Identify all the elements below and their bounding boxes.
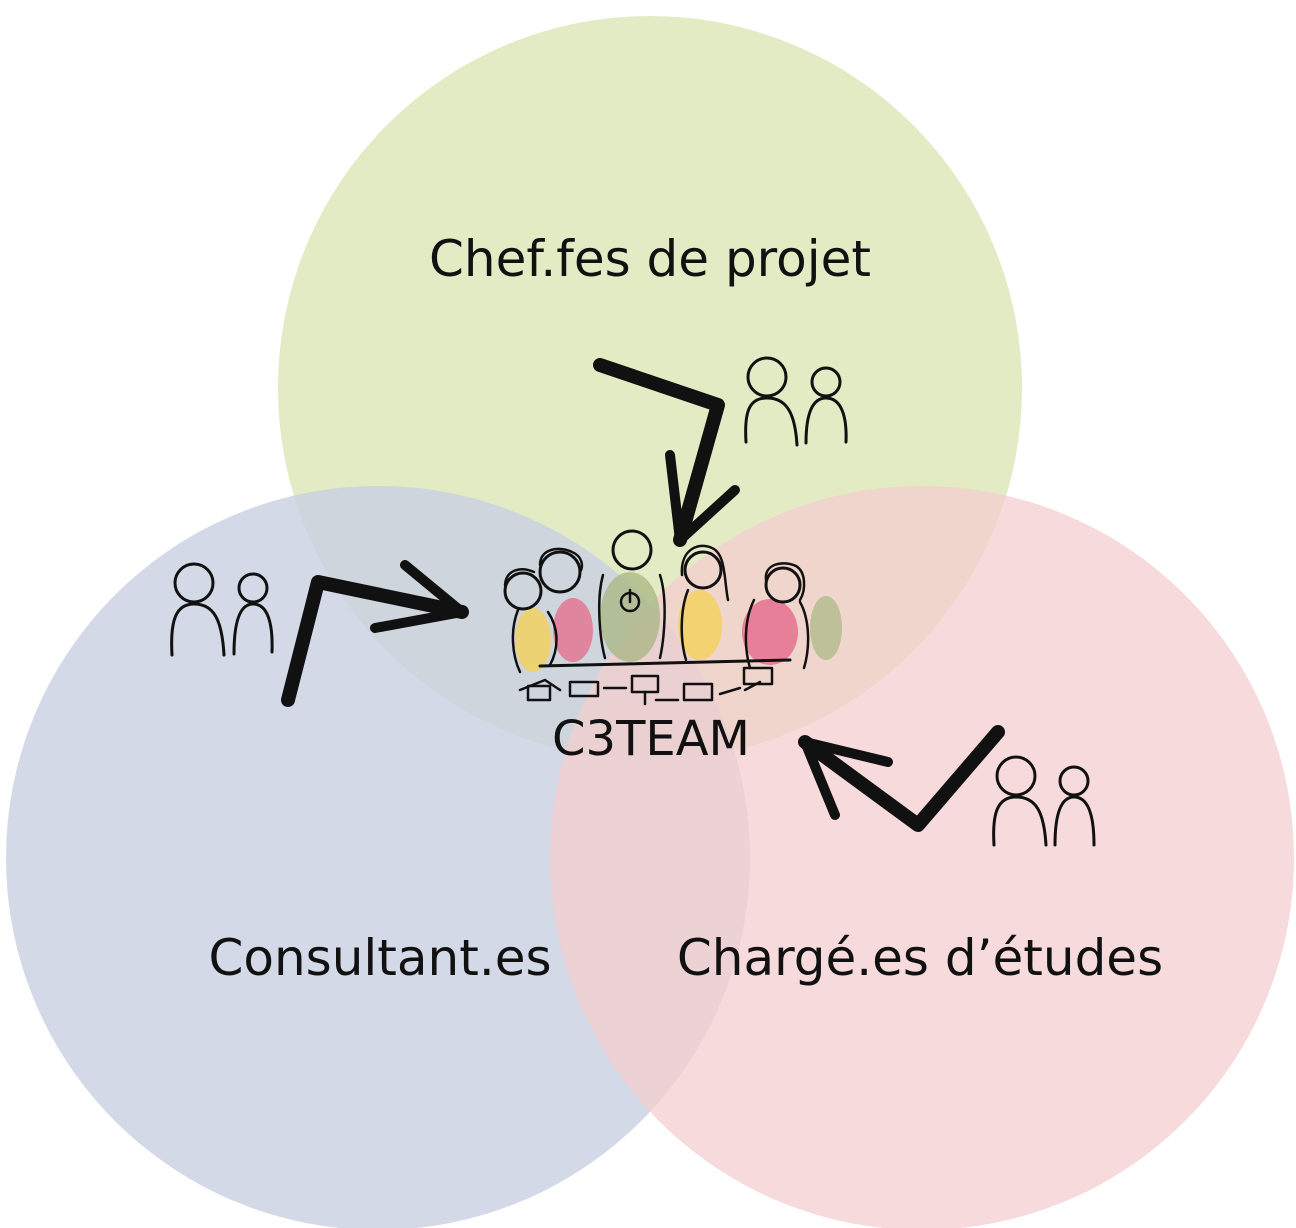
arrow-from-charges-icon [798, 725, 1005, 832]
circle-charges-etudes [550, 486, 1294, 1228]
circle-consultants [6, 486, 750, 1228]
team-illustration [503, 529, 842, 706]
label-chefs-de-projet: Chef.fes de projet [429, 230, 871, 288]
arrow-from-chefs-icon [593, 358, 740, 547]
people-pair-icon-left [170, 562, 274, 657]
people-pair-icon-right [992, 755, 1096, 847]
people-pair-icon-top [744, 356, 848, 447]
label-charges-etudes: Chargé.es d’études [677, 929, 1163, 987]
center-label: C3TEAM [552, 711, 750, 767]
label-consultants: Consultant.es [208, 929, 551, 987]
arrow-from-consultants-icon [281, 560, 469, 707]
